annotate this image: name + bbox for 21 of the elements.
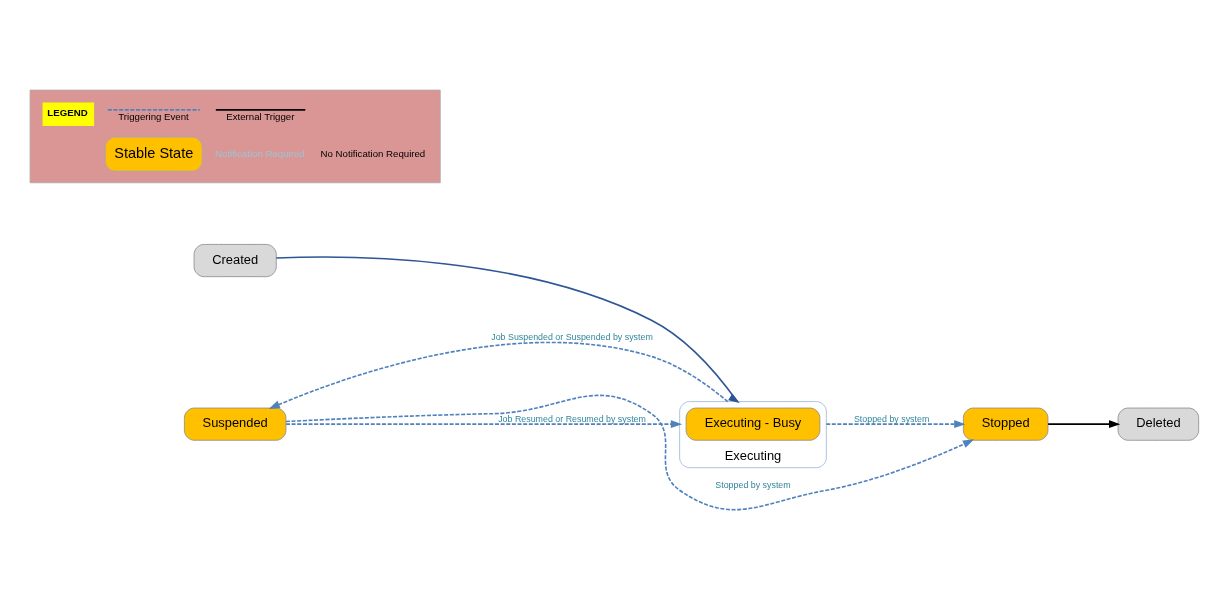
edge-label: Stopped by system bbox=[715, 479, 791, 490]
node-box: Created bbox=[193, 243, 277, 277]
node-box: Deleted bbox=[1117, 407, 1200, 441]
arrow bbox=[285, 394, 975, 510]
edge-label: Job Suspended or Suspended by system bbox=[491, 331, 653, 342]
arrow bbox=[268, 341, 729, 409]
legend-label: Triggering Event bbox=[118, 110, 189, 122]
legend-label: External Trigger bbox=[226, 110, 295, 122]
arrow bbox=[825, 419, 966, 428]
arrow bbox=[275, 255, 740, 403]
edge-label: Job Resumed or Resumed by system bbox=[498, 413, 646, 424]
legend-label: No Notification Required bbox=[320, 147, 426, 159]
arrow bbox=[285, 419, 683, 428]
legend-label: Notification Required bbox=[215, 147, 305, 159]
node-box: Suspended bbox=[184, 407, 287, 441]
legend-label: Stable State bbox=[114, 144, 194, 161]
node-box: Executing - Busy bbox=[685, 407, 821, 441]
label: LEGEND bbox=[47, 106, 88, 118]
arrow bbox=[1047, 419, 1121, 428]
node-box: Stopped bbox=[962, 407, 1049, 441]
edge-label: Stopped by system bbox=[853, 413, 930, 424]
